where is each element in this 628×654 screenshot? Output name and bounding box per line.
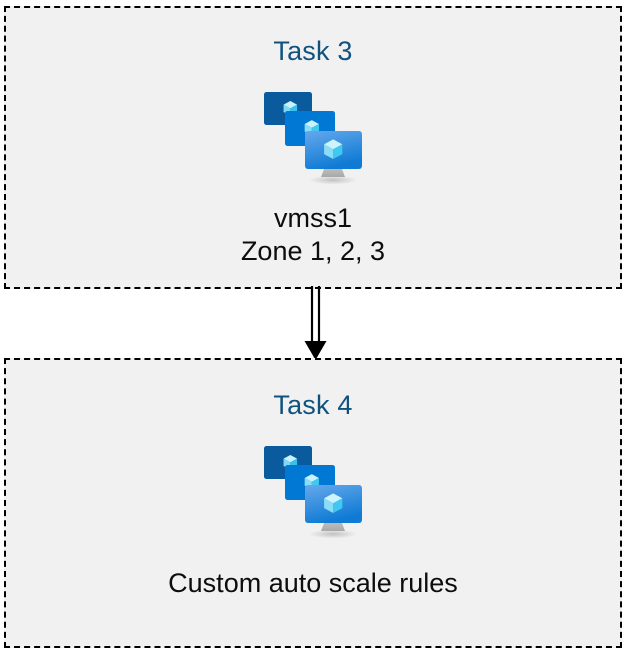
connector-task3-to-task4 bbox=[296, 286, 336, 362]
task-caption: vmss1 Zone 1, 2, 3 bbox=[241, 202, 385, 268]
vm-scale-set-icon bbox=[260, 441, 366, 539]
task-title: Task 4 bbox=[273, 390, 353, 420]
task-title: Task 3 bbox=[273, 36, 353, 66]
task-caption: Custom auto scale rules bbox=[168, 567, 458, 600]
vm-scale-set-icon bbox=[260, 87, 366, 185]
task-box-task-4[interactable]: Task 4 bbox=[4, 358, 622, 648]
caption-line: Zone 1, 2, 3 bbox=[240, 236, 386, 266]
caption-line: Custom auto scale rules bbox=[168, 568, 458, 598]
caption-line: vmss1 bbox=[273, 203, 352, 233]
task-box-task-3[interactable]: Task 3 bbox=[4, 6, 622, 289]
